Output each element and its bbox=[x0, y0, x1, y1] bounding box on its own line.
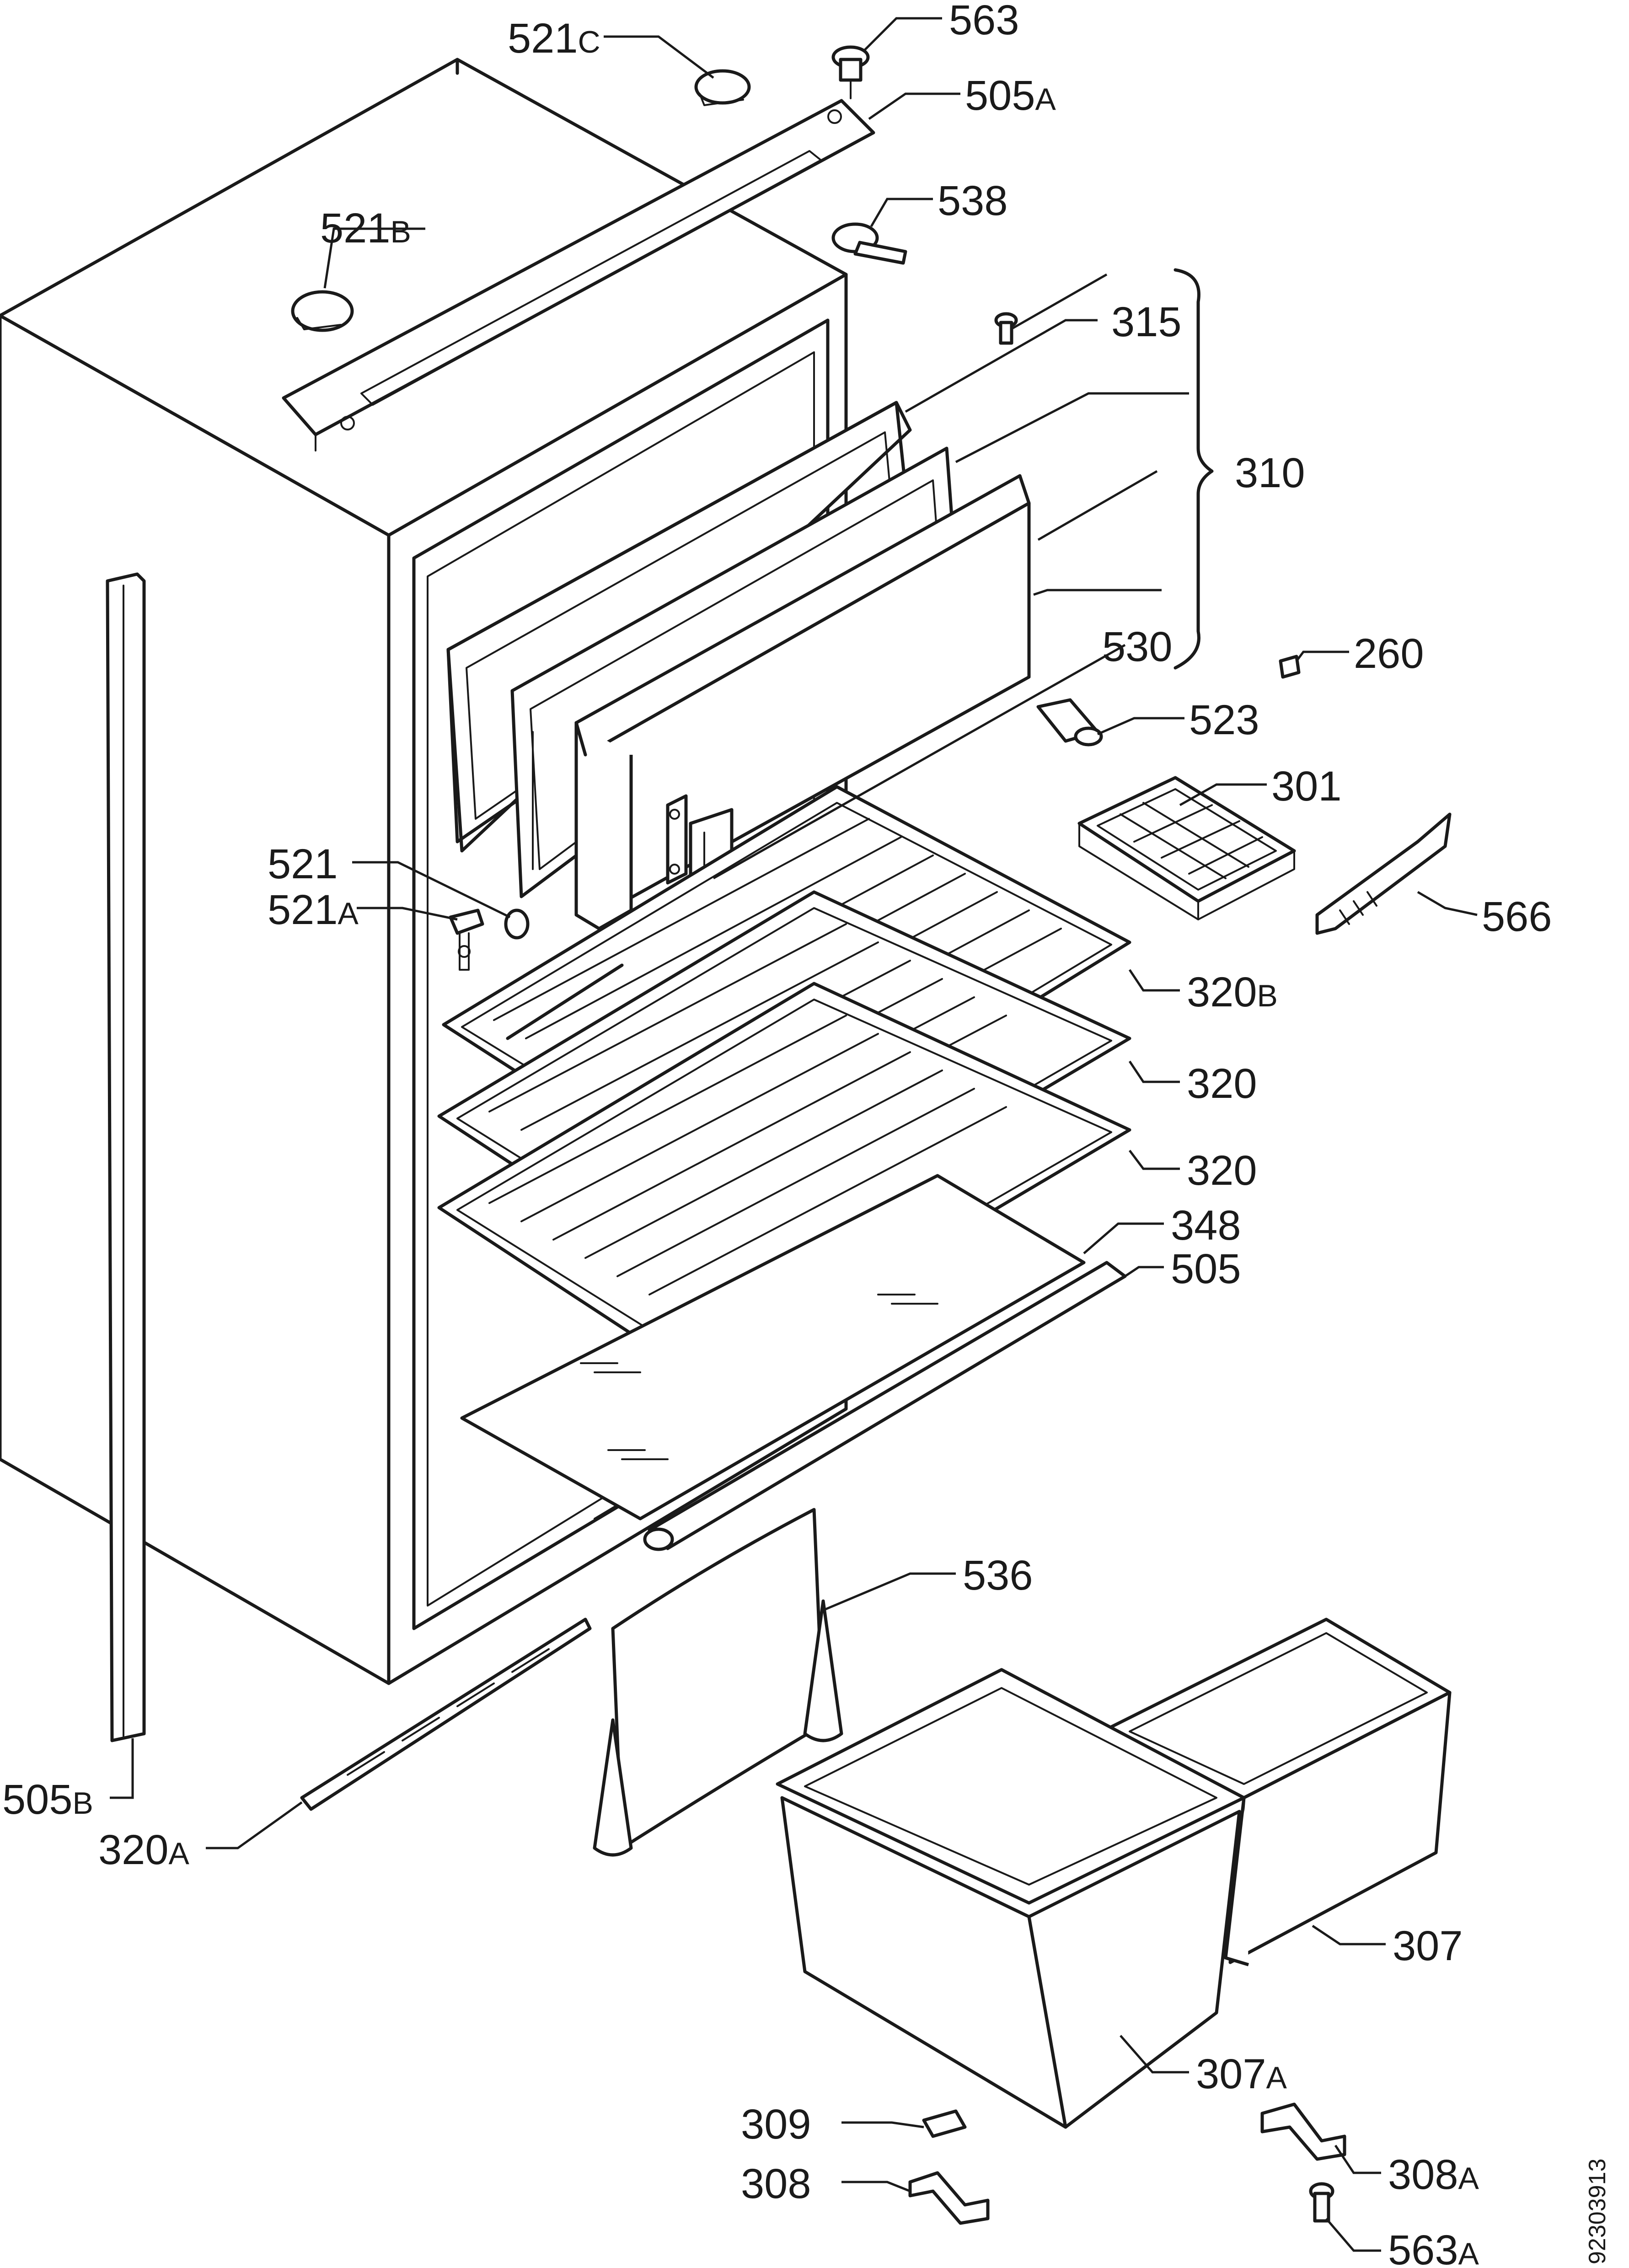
callout-505a: 505A bbox=[965, 72, 1056, 119]
callout-563a: 563A bbox=[1388, 2227, 1479, 2268]
screw-315 bbox=[994, 312, 1018, 345]
callout-320a: 320A bbox=[98, 1827, 190, 1873]
callout-536: 536 bbox=[963, 1552, 1033, 1599]
cap-521c bbox=[694, 69, 751, 106]
callout-521c: 521C bbox=[508, 15, 600, 62]
callout-566: 566 bbox=[1482, 893, 1552, 940]
shelf-rail-320a bbox=[300, 1618, 592, 1811]
hinge-538 bbox=[831, 222, 907, 265]
callout-538: 538 bbox=[938, 177, 1008, 224]
callout-310: 310 bbox=[1235, 450, 1305, 496]
callout-521: 521 bbox=[268, 841, 338, 887]
callout-260: 260 bbox=[1354, 630, 1424, 677]
wire-shelf-320-2 bbox=[437, 982, 1131, 1383]
callout-307a: 307A bbox=[1196, 2051, 1287, 2097]
callout-530: 530 bbox=[1102, 623, 1173, 670]
callout-309: 309 bbox=[741, 2101, 811, 2148]
bracket-310 bbox=[1174, 268, 1214, 670]
document-id: 92303913 bbox=[1584, 2159, 1611, 2264]
callout-320-1: 320 bbox=[1187, 1060, 1257, 1107]
callout-505: 505 bbox=[1171, 1246, 1241, 1292]
drawer-307a bbox=[776, 1668, 1246, 2129]
top-hinge-bar-505a bbox=[282, 99, 875, 451]
scraper-566 bbox=[1315, 812, 1452, 935]
screw-563 bbox=[831, 45, 870, 99]
callout-523: 523 bbox=[1189, 697, 1259, 743]
clip-260 bbox=[1279, 655, 1301, 679]
parts-309-308 bbox=[908, 2109, 990, 2225]
callout-308a: 308A bbox=[1388, 2151, 1479, 2198]
callout-320b: 320B bbox=[1187, 969, 1278, 1016]
divider-536 bbox=[593, 1508, 843, 1857]
cap-521b bbox=[291, 290, 354, 332]
callout-308: 308 bbox=[741, 2161, 811, 2207]
callout-505b: 505B bbox=[2, 1776, 93, 1823]
callout-563: 563 bbox=[949, 0, 1019, 43]
parts-521-521a bbox=[449, 908, 530, 971]
part-523 bbox=[1036, 698, 1103, 747]
callout-348: 348 bbox=[1171, 1202, 1241, 1249]
callout-521b: 521B bbox=[320, 205, 411, 252]
callout-521a: 521A bbox=[268, 887, 359, 933]
callout-301: 301 bbox=[1271, 763, 1342, 810]
parts-308a-563a bbox=[1260, 2102, 1346, 2223]
drawer-307 bbox=[1105, 1618, 1452, 1967]
freezer-door-assembly-310 bbox=[446, 401, 1031, 930]
callout-315: 315 bbox=[1111, 299, 1182, 345]
vertical-strip-505b bbox=[106, 572, 146, 1742]
glass-shelf-348 bbox=[460, 1174, 1086, 1521]
callout-307: 307 bbox=[1393, 1923, 1463, 1969]
leader-lines bbox=[110, 17, 1478, 2252]
ice-tray-301 bbox=[1077, 776, 1296, 920]
callout-320-2: 320 bbox=[1187, 1147, 1257, 1194]
